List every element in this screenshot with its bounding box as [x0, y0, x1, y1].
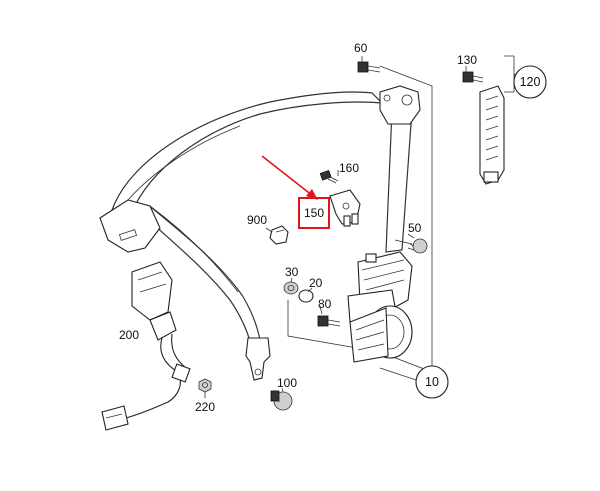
callout-20: 20	[309, 276, 323, 290]
highlight-box-150	[298, 197, 330, 229]
belt-end-fitting	[245, 337, 271, 381]
leader-80	[319, 305, 323, 315]
callout-130: 130	[457, 53, 477, 67]
callout-30: 30	[285, 265, 299, 279]
callout-900: 900	[247, 213, 267, 227]
leader-10	[379, 367, 417, 381]
callout-220: 220	[195, 400, 215, 414]
height-adjuster-rail	[479, 85, 505, 185]
leader-100	[281, 387, 284, 393]
latch-plate-slot	[118, 229, 138, 241]
circle-120	[513, 65, 547, 99]
callout-10: 10	[425, 375, 439, 389]
leader-20	[307, 287, 313, 293]
callout-80: 80	[318, 297, 332, 311]
washer-30	[283, 281, 299, 295]
callout-160: 160	[339, 161, 359, 175]
belt-retractor	[347, 251, 413, 363]
leader-50	[407, 233, 415, 239]
callout-200: 200	[119, 328, 139, 342]
leader-900	[265, 227, 273, 233]
upper-guide-d-ring	[379, 85, 421, 125]
latch-plate	[99, 199, 161, 253]
highlight-arrow	[261, 155, 314, 197]
bolt-50	[394, 238, 428, 254]
bolt-80	[317, 315, 341, 327]
nut-220	[198, 378, 212, 393]
callout-60: 60	[354, 41, 368, 55]
circle-10	[415, 365, 449, 399]
bolt-100	[270, 389, 293, 411]
bracket-150	[329, 189, 361, 227]
mounting-panel-outline	[379, 65, 433, 373]
callout-120: 120	[520, 75, 541, 89]
callout-50: 50	[408, 221, 422, 235]
leader-30	[290, 277, 293, 283]
callout-100: 100	[277, 376, 297, 390]
clip-900	[269, 225, 289, 245]
cap-20	[298, 289, 314, 303]
bolt-60	[357, 61, 381, 73]
buckle-200	[101, 261, 191, 431]
callout-150: 150	[304, 206, 324, 220]
bolt-130	[462, 71, 484, 83]
bolt-160	[319, 169, 339, 184]
